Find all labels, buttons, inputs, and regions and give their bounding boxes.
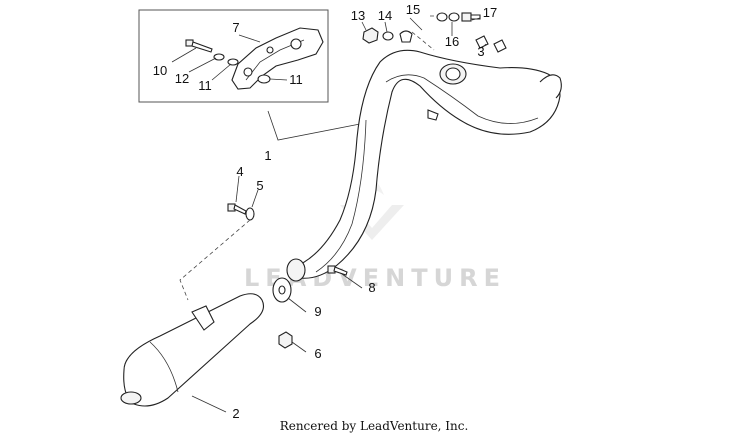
callout-9: 9 — [314, 304, 321, 319]
callout-1: 1 — [264, 148, 271, 163]
leader-3 — [481, 43, 487, 49]
washer-11a — [227, 58, 239, 66]
washer-14 — [382, 31, 394, 41]
bolt-10 — [185, 39, 213, 53]
leader-11b — [269, 78, 288, 81]
callout-5: 5 — [256, 178, 263, 193]
dash-15 — [411, 31, 435, 51]
callout-3: 3 — [477, 44, 484, 59]
washer-12 — [213, 53, 225, 61]
spring-15 — [399, 30, 413, 43]
callout-12: 12 — [175, 71, 189, 86]
washer-16a — [436, 12, 448, 22]
leader-11a — [211, 63, 232, 81]
leader-15 — [409, 17, 423, 31]
bolt-8 — [327, 265, 348, 276]
leader-1 — [267, 110, 361, 141]
callout-6: 6 — [314, 346, 321, 361]
callout-17: 17 — [483, 5, 497, 20]
leader-14 — [384, 21, 388, 33]
callout-14: 14 — [378, 8, 392, 23]
callout-4: 4 — [236, 164, 243, 179]
inset-frame — [138, 9, 329, 103]
dash-muffler — [179, 219, 251, 301]
leader-13 — [361, 21, 367, 31]
credit-line: Rencered by LeadVenture, Inc. — [280, 419, 469, 433]
callout-15: 15 — [406, 2, 420, 17]
callout-7: 7 — [232, 20, 239, 35]
nut-6 — [278, 331, 293, 349]
callout-11-b: 11 — [289, 72, 303, 87]
muffler — [120, 293, 265, 407]
washer-5 — [245, 207, 255, 221]
callout-8: 8 — [368, 280, 375, 295]
bolt-17 — [461, 12, 481, 22]
washer-11b — [257, 74, 271, 84]
nut-13 — [362, 27, 379, 44]
leader-8 — [341, 273, 363, 289]
leader-7 — [238, 34, 261, 43]
leader-12 — [188, 57, 217, 73]
callout-13: 13 — [351, 8, 365, 23]
heat-shield — [231, 27, 324, 90]
leader-9 — [287, 297, 307, 313]
callout-11-a: 11 — [198, 78, 212, 93]
gasket-9 — [272, 277, 292, 303]
leader-17 — [471, 17, 481, 21]
bolt-4 — [227, 203, 247, 215]
callout-10: 10 — [153, 63, 167, 78]
washer-16b — [448, 12, 460, 22]
leader-10 — [171, 47, 197, 63]
callout-2: 2 — [232, 406, 239, 421]
leader-2 — [191, 395, 227, 413]
callout-16: 16 — [445, 34, 459, 49]
leader-5 — [251, 189, 259, 208]
leader-6 — [291, 341, 307, 353]
header-pipe — [286, 49, 562, 282]
leader-4 — [235, 175, 240, 203]
